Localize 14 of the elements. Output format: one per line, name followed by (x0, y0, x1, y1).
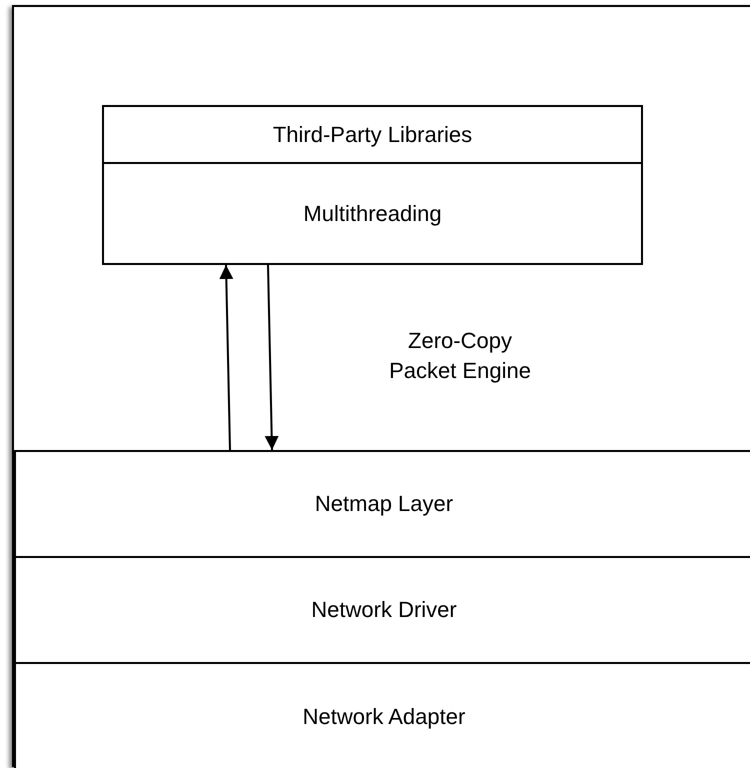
layer-label: Multithreading (303, 200, 442, 226)
engine-label: Zero-Copy Packet Engine (388, 327, 532, 385)
layer-label: Network Adapter (302, 704, 466, 730)
layer-label: Netmap Layer (314, 491, 454, 517)
layer-label: Network Driver (311, 597, 457, 623)
layer-label: Third-Party Libraries (272, 122, 472, 148)
layer-box (14, 450, 750, 558)
arrow (219, 264, 234, 450)
layer-box (102, 162, 643, 265)
layer-box (14, 662, 750, 768)
layer-box (102, 105, 643, 164)
frame-box (12, 5, 750, 767)
arrow (264, 264, 279, 450)
layer-box (14, 556, 750, 664)
